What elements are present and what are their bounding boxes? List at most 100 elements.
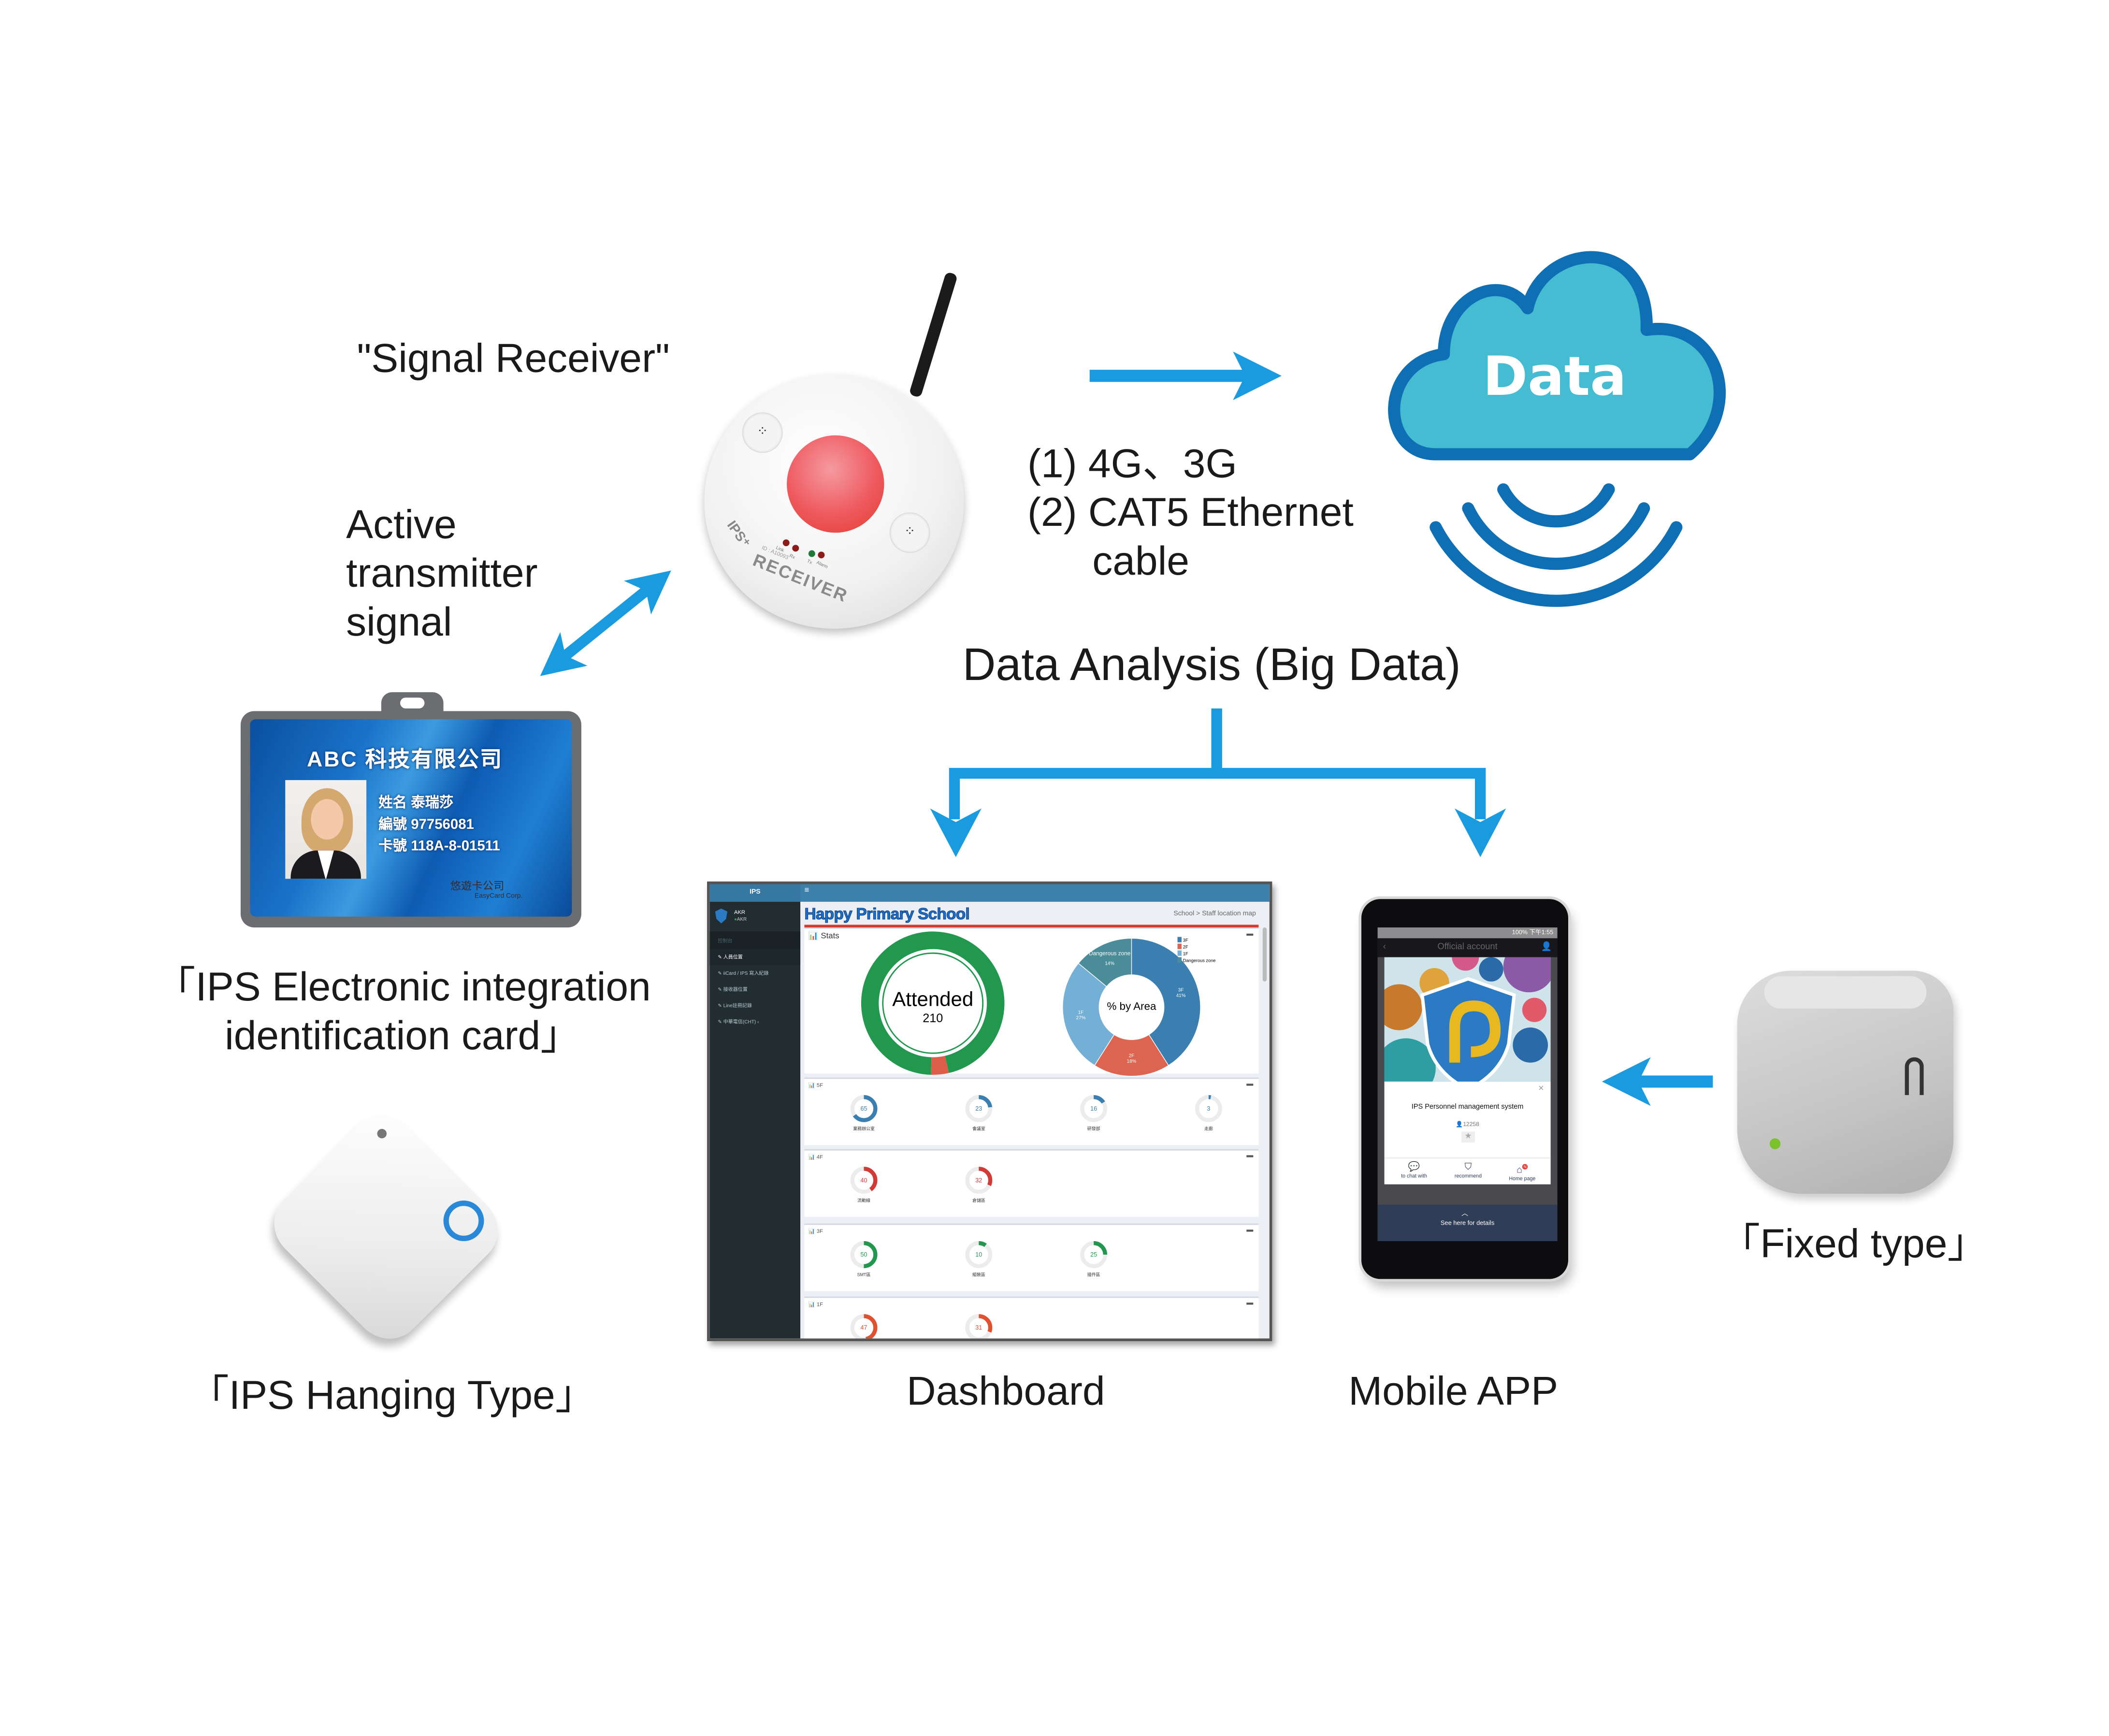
area-slice <box>1131 938 1201 1066</box>
dashboard-screenshot: IPS ≡ AKR ●AKR 控制台 ✎ 人員位置 ✎ iiCard / IPS… <box>707 881 1272 1342</box>
gauge-label: 流動線 <box>857 1198 870 1203</box>
home-icon: ⌂N <box>1495 1161 1549 1177</box>
sidebar-item-receiver-location[interactable]: ✎ 接收器位置 <box>718 987 748 993</box>
gauge-fill <box>850 1095 878 1122</box>
legend-item[interactable]: 1F <box>1183 951 1188 956</box>
gauge: 16 <box>1080 1095 1108 1122</box>
led-rx <box>792 545 799 552</box>
gauge-value: 10 <box>975 1251 982 1258</box>
gauge-value: 50 <box>861 1251 867 1258</box>
chat-button[interactable]: 💬to chat with <box>1387 1161 1441 1179</box>
user-panel: AKR ●AKR <box>709 902 801 933</box>
gauge: 32 <box>965 1167 993 1194</box>
alarm-button[interactable] <box>787 435 884 533</box>
sidebar: AKR ●AKR 控制台 ✎ 人員位置 ✎ iiCard / IPS 寫入紀錄 … <box>709 901 801 1339</box>
gauge: 65 <box>850 1095 878 1122</box>
collapse-button[interactable]: ▬ <box>1246 1299 1254 1308</box>
fixed-caption: 「Fixed type」 <box>1719 1222 1988 1267</box>
user-name: AKR <box>734 908 746 915</box>
sidebar-item-write-log[interactable]: ✎ iiCard / IPS 寫入紀錄 <box>718 970 769 976</box>
scrollbar[interactable] <box>1262 927 1267 982</box>
name-label: 姓名 <box>378 795 407 811</box>
active-signal-label-1: Active <box>346 503 457 548</box>
connection-label-3: cable <box>1092 539 1189 584</box>
active-signal-label-3: signal <box>346 600 452 645</box>
led-link <box>782 539 790 547</box>
legend-swatch <box>1177 943 1182 949</box>
status-ring-icon <box>443 1201 484 1242</box>
collapse-button[interactable]: ▬ <box>1246 1226 1254 1235</box>
floor-header: 📊 5F <box>808 1081 823 1088</box>
lanyard-slot <box>400 697 425 709</box>
gauge-fill <box>1080 1095 1108 1122</box>
profile-card: × IPS Personnel management system 👤12258… <box>1384 1081 1551 1185</box>
notification-badge: N <box>1522 1164 1528 1170</box>
cloud-icon <box>1388 251 1726 461</box>
gauge-value: 31 <box>975 1324 982 1331</box>
slice-label: 2F <box>1129 1054 1134 1059</box>
page-title: Happy Primary School <box>804 904 970 924</box>
details-footer[interactable]: ︿See here for details <box>1377 1204 1558 1242</box>
gauge: 25 <box>1080 1241 1108 1268</box>
dashboard-caption: Dashboard <box>906 1369 1105 1415</box>
issuer-logo: 悠遊卡公司 <box>450 880 505 893</box>
id-card-caption-2: identification card」 <box>225 1014 581 1059</box>
card-number-value: 118A-8-01511 <box>411 838 500 854</box>
add-friend-icon[interactable]: 👤 <box>1541 942 1552 952</box>
antenna <box>909 271 958 398</box>
gauge-label: 倉儲區 <box>972 1198 985 1203</box>
gauge-value: 65 <box>861 1105 867 1112</box>
gauge-value: 40 <box>861 1177 867 1184</box>
connection-label-2: (2) CAT5 Ethernet <box>1027 491 1354 535</box>
speaker-grille-icon: ⁘ <box>742 412 783 453</box>
hook-icon <box>1905 1057 1924 1095</box>
sidebar-item-cht[interactable]: ✎ 中華電信(CHT) ‹ <box>718 1019 759 1025</box>
slice-value: 18% <box>1127 1059 1137 1064</box>
sidebar-item-line-registration[interactable]: ✎ Line註冊記錄 <box>718 1003 752 1009</box>
device-lid <box>1764 976 1927 1009</box>
sidebar-header: 控制台 <box>709 933 801 949</box>
floor-header: 📊 1F <box>808 1301 823 1308</box>
gauge-fill <box>850 1167 878 1194</box>
legend-item[interactable]: Dangerous zone <box>1183 958 1216 963</box>
close-icon[interactable]: × <box>1538 1084 1544 1094</box>
absent-segment <box>931 1056 949 1075</box>
arrow-to-dashboard <box>930 808 982 857</box>
legend-item[interactable]: 2F <box>1183 944 1188 949</box>
favorite-star-button[interactable]: ★ <box>1461 1131 1475 1143</box>
gauge-label: SMT區 <box>857 1272 871 1278</box>
collapse-button[interactable]: ▬ <box>1246 1080 1254 1088</box>
recommend-button[interactable]: ⛉recommend <box>1441 1161 1495 1179</box>
gauge-value: 25 <box>1090 1251 1097 1258</box>
brand-logo[interactable]: IPS <box>709 884 801 902</box>
card-photo <box>285 780 367 879</box>
breadcrumb: School > Staff location map <box>1173 910 1256 918</box>
number-label: 編號 <box>378 816 407 833</box>
id-card: ABC 科技有限公司 姓名 泰瑞莎 編號 97756081 卡號 118A-8-… <box>240 692 581 928</box>
gauge-fill <box>965 1314 993 1339</box>
id-card-caption-1: 「IPS Electronic integration <box>155 965 651 1010</box>
legend-swatch <box>1177 937 1182 942</box>
fixed-type-device <box>1737 970 1954 1194</box>
hamburger-icon[interactable]: ≡ <box>804 887 809 895</box>
area-slice <box>1094 1034 1169 1077</box>
gauge-label: 研發部 <box>1087 1126 1100 1132</box>
collapse-button[interactable]: ▬ <box>1246 930 1254 939</box>
data-analysis-label: Data Analysis (Big Data) <box>962 639 1461 691</box>
back-icon[interactable]: ‹ <box>1383 942 1386 952</box>
follower-count: 👤12258 <box>1456 1121 1479 1128</box>
gauge-fill <box>965 1095 993 1122</box>
gauge: 10 <box>965 1241 993 1268</box>
sidebar-item-staff-location[interactable]: ✎ 人員位置 <box>709 949 801 966</box>
gauge: 50 <box>850 1241 878 1268</box>
shield-logo-icon <box>715 908 728 924</box>
legend-item[interactable]: 3F <box>1183 938 1188 942</box>
collapse-button[interactable]: ▬ <box>1246 1152 1254 1160</box>
